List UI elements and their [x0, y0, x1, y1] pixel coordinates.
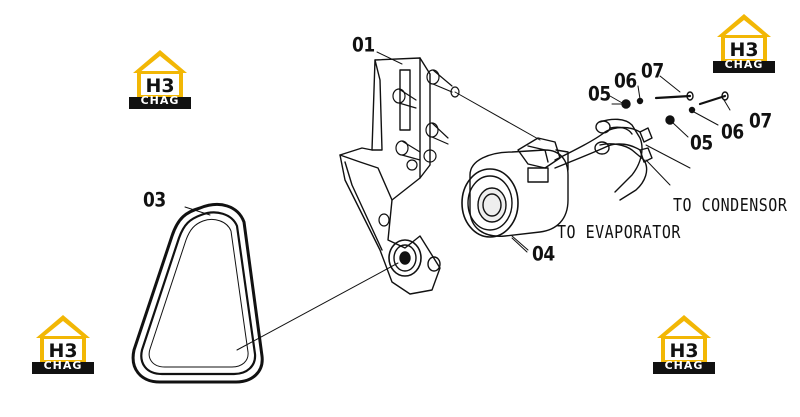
fastener-stack-upper — [611, 91, 694, 109]
note-to-condensor: TO CONDENSOR — [673, 194, 788, 216]
logo-panel — [141, 74, 179, 95]
brand-watermark-logo: H3 CHAG — [30, 312, 96, 374]
drive-belt — [131, 203, 264, 384]
logo-mark: H3 — [48, 340, 77, 362]
callout-03: 03 — [143, 189, 166, 213]
logo-roof — [717, 14, 771, 37]
logo-bar — [713, 61, 775, 73]
leader-line-03 — [184, 206, 211, 216]
callout-05-upper: 05 — [588, 83, 611, 107]
logo-roof — [657, 315, 711, 338]
note-to-evaporator: TO EVAPORATOR — [557, 221, 681, 243]
leader-line-01 — [376, 51, 403, 65]
mounting-bracket — [339, 57, 460, 295]
logo-roof — [36, 315, 90, 338]
callout-07-upper: 07 — [641, 60, 664, 84]
logo-mark: H3 — [145, 75, 174, 97]
idler-pulley — [388, 239, 441, 277]
leader-line-belt — [236, 262, 399, 351]
brand-watermark-text: CHAG — [140, 94, 180, 107]
callout-05-lower: 05 — [690, 132, 713, 156]
logo-mark: H3 — [669, 340, 698, 362]
logo-bar — [653, 362, 715, 374]
logo-mark: H3 — [729, 39, 758, 61]
brand-watermark-logo: H3 CHAG — [651, 312, 717, 374]
alignment-line — [454, 91, 541, 141]
logo-roof — [133, 50, 187, 73]
callout-07-lower: 07 — [749, 110, 772, 134]
logo-panel — [725, 38, 763, 59]
brand-watermark-text: CHAG — [43, 359, 83, 372]
callout-04: 04 — [532, 243, 555, 267]
callout-06-lower: 06 — [721, 121, 744, 145]
callout-06-upper: 06 — [614, 70, 637, 94]
logo-panel — [44, 339, 82, 360]
logo-bar — [32, 362, 94, 374]
brand-watermark-logo: H3 CHAG — [127, 47, 193, 109]
brand-watermark-text: CHAG — [664, 359, 704, 372]
callout-01: 01 — [352, 34, 375, 58]
fastener-stack-lower — [665, 91, 729, 125]
refrigerant-hoses — [554, 118, 691, 201]
logo-panel — [665, 339, 703, 360]
logo-bar — [129, 97, 191, 109]
ac-compressor — [461, 137, 569, 251]
brand-watermark-logo: H3 CHAG — [711, 11, 777, 73]
brand-watermark-text: CHAG — [724, 58, 764, 71]
